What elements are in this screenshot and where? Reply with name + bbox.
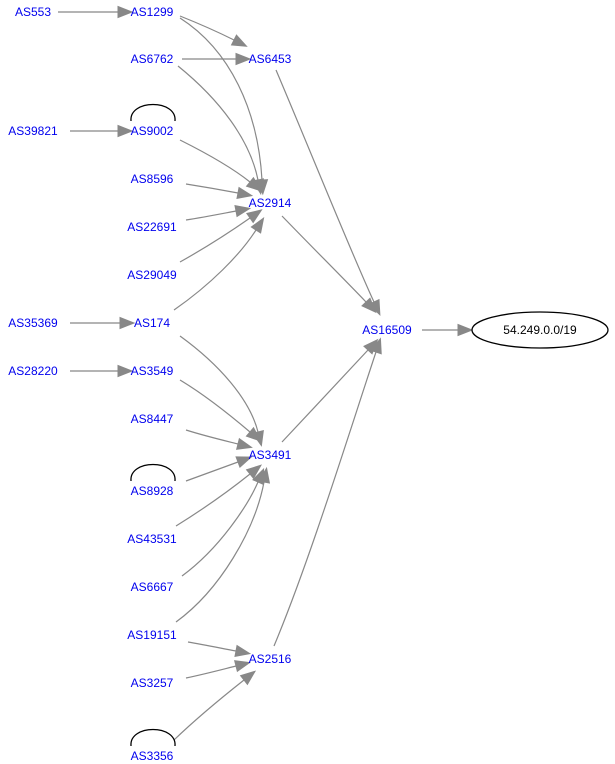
node-as8928[interactable]: AS8928 [131, 484, 174, 498]
node-as39821[interactable]: AS39821 [8, 124, 58, 138]
node-as6453[interactable]: AS6453 [249, 52, 292, 66]
arrowhead-as39821-to-as9002 [117, 124, 134, 138]
edge-as174-to-as3491 [179, 335, 259, 433]
edge-as3257-to-as2516 [185, 665, 237, 679]
node-as2516[interactable]: AS2516 [249, 652, 292, 666]
node-as1299[interactable]: AS1299 [131, 5, 174, 19]
node-as174[interactable]: AS174 [134, 316, 170, 330]
edge-as2914-to-as16509 [281, 215, 367, 303]
node-as35369[interactable]: AS35369 [8, 316, 58, 330]
node-as8447[interactable]: AS8447 [131, 412, 174, 426]
arrowhead-as6762-to-as6453 [235, 52, 252, 66]
edge-as9002-to-as2914 [179, 139, 251, 183]
edge-as19151-to-as2516 [187, 641, 237, 652]
node-as43531[interactable]: AS43531 [127, 532, 177, 546]
arrowhead-as8928-to-as3491 [235, 456, 253, 469]
node-as2914[interactable]: AS2914 [249, 196, 292, 210]
arrowhead-as43531-to-as3491 [245, 464, 262, 480]
arrowhead-as8596-to-as2914 [236, 186, 254, 200]
node-as3549[interactable]: AS3549 [131, 364, 174, 378]
node-as16509[interactable]: AS16509 [362, 323, 412, 337]
edge-as8447-to-as3491 [185, 429, 239, 445]
edge-as3549-to-as3491 [179, 379, 251, 433]
node-as6667[interactable]: AS6667 [131, 580, 174, 594]
arrowhead-as3356-to-as2516 [239, 670, 257, 686]
node-as553[interactable]: AS553 [15, 5, 51, 19]
arrowhead-as2914-to-as16509 [361, 297, 377, 314]
edge-as1299-to-as6453 [179, 15, 235, 41]
edge-as6762-to-as2914 [177, 65, 259, 181]
node-as28220[interactable]: AS28220 [8, 364, 58, 378]
self-loop-as8928 [130, 463, 176, 482]
arrowhead-as19151-to-as3491 [257, 466, 271, 484]
edges-layer [58, 5, 474, 741]
edge-as8928-to-as3491 [185, 461, 239, 482]
self-loops-layer [130, 103, 176, 747]
arrowhead-as3549-to-as3491 [245, 426, 262, 442]
node-as22691[interactable]: AS22691 [127, 220, 177, 234]
edge-as3491-to-as16509 [281, 349, 369, 443]
arrowhead-as3257-to-as2516 [234, 660, 251, 673]
edge-as8596-to-as2914 [185, 183, 239, 194]
arrowhead-as35369-to-as174 [119, 316, 136, 330]
arrowhead-as19151-to-as2516 [234, 644, 252, 658]
node-as8596[interactable]: AS8596 [131, 172, 174, 186]
prefix-label: 54.249.0.0/19 [503, 323, 577, 337]
arrowhead-as9002-to-as2914 [245, 176, 262, 192]
arrowhead-as22691-to-as2914 [234, 204, 252, 218]
edge-as6453-to-as16509 [275, 69, 375, 303]
nodes-layer: AS553 AS1299 AS6762 AS6453 AS39821 AS900… [8, 5, 412, 763]
node-as29049[interactable]: AS29049 [127, 268, 177, 282]
arrowhead-as553-to-as1299 [117, 5, 134, 19]
arrowhead-as29049-to-as2914 [246, 209, 263, 224]
prefix-node: 54.249.0.0/19 [471, 311, 609, 349]
self-loop-as9002 [130, 103, 176, 122]
arrowhead-as28220-to-as3549 [117, 364, 134, 378]
arrowhead-as2516-to-as16509 [369, 337, 382, 355]
arrowhead-as16509-to-prefix [457, 323, 474, 337]
arrowhead-as174-to-as2914 [250, 217, 265, 234]
edge-as2516-to-as16509 [273, 351, 377, 647]
node-as3257[interactable]: AS3257 [131, 676, 174, 690]
edge-as1299-to-as2914 [179, 17, 263, 181]
self-loop-as3356 [130, 728, 176, 747]
arrowhead-as1299-to-as6453 [230, 34, 248, 47]
edge-as43531-to-as3491 [175, 473, 251, 527]
edge-as6667-to-as3491 [181, 481, 259, 577]
edge-as22691-to-as2914 [185, 210, 237, 221]
edge-as174-to-as2914 [173, 229, 257, 311]
node-as3491[interactable]: AS3491 [249, 448, 292, 462]
node-as9002[interactable]: AS9002 [131, 124, 174, 138]
edge-as3356-to-as2516 [173, 679, 245, 741]
edge-as19151-to-as3491 [175, 481, 265, 623]
node-as19151[interactable]: AS19151 [127, 628, 177, 642]
edge-as29049-to-as2914 [179, 217, 251, 263]
node-as6762[interactable]: AS6762 [131, 52, 174, 66]
prefix-ellipse [471, 311, 609, 349]
node-as3356[interactable]: AS3356 [131, 749, 174, 763]
arrowhead-as8447-to-as3491 [236, 437, 253, 450]
